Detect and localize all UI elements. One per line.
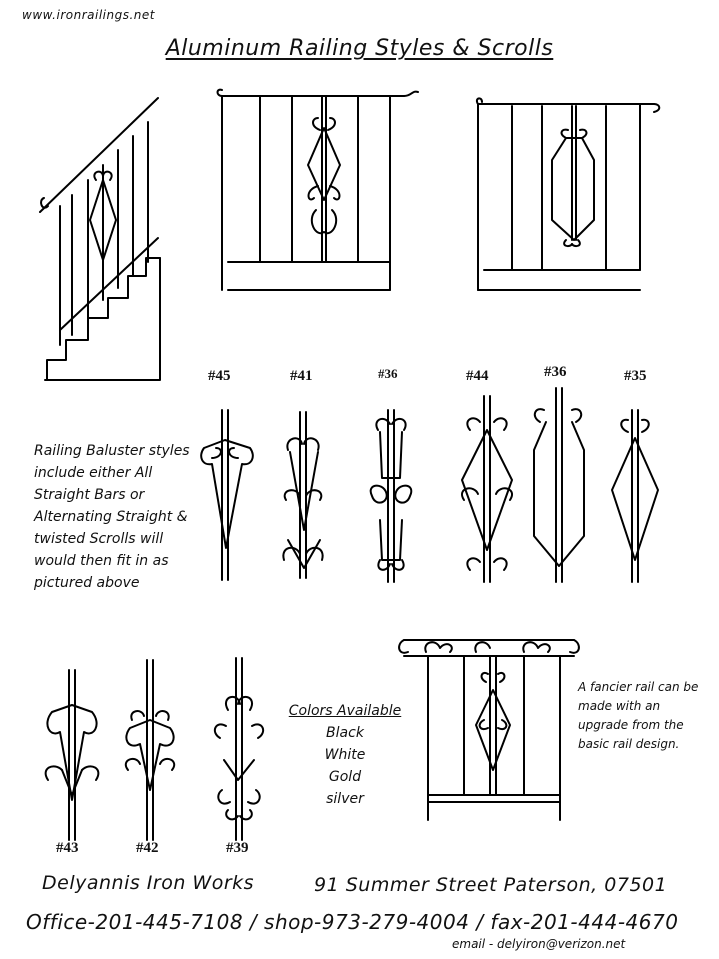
style-label-44: #44 (466, 368, 489, 384)
baluster-42-drawing (124, 659, 176, 841)
style-label-41: #41 (290, 368, 313, 384)
baluster-39-drawing (213, 657, 265, 841)
baluster-36a-drawing (369, 409, 413, 583)
company-address: 91 Summer Street Paterson, 07501 (314, 874, 668, 896)
style-label-43: #43 (56, 840, 79, 856)
baluster-43-drawing (44, 669, 100, 841)
baluster-44-drawing (461, 395, 513, 583)
style-label-36b: #36 (544, 364, 567, 380)
baluster-41-drawing (282, 411, 324, 579)
colors-heading: Colors Available (288, 703, 402, 719)
email-address: email - delyiron@verizon.net (452, 937, 626, 951)
colors-available-block: Colors Available Black White Gold silver (280, 700, 410, 810)
baluster-45-drawing (200, 409, 254, 581)
baluster-35-drawing (611, 409, 659, 583)
fancy-rail-note: A fancier rail can be made with an upgra… (578, 680, 699, 751)
company-name: Delyannis Iron Works (42, 872, 255, 894)
color-option-black: Black (326, 725, 364, 741)
straight-rail-with-scroll-illustration (216, 88, 419, 291)
style-label-45: #45 (208, 368, 231, 384)
style-label-39: #39 (226, 840, 249, 856)
color-option-gold: Gold (328, 769, 362, 785)
color-option-white: White (324, 747, 366, 763)
scroll-panel-rail-illustration (475, 97, 661, 291)
color-option-silver: silver (326, 791, 364, 807)
style-label-35: #35 (624, 368, 647, 384)
baluster-styles-note: Railing Baluster styles include either A… (34, 443, 190, 591)
phone-numbers: Office-201-445-7108 / shop-973-279-4004 … (26, 910, 679, 934)
page-title: Aluminum Railing Styles & Scrolls (165, 36, 554, 61)
stair-railing-illustration (39, 97, 161, 381)
baluster-36b-drawing (533, 387, 585, 583)
fancy-scroll-rail-illustration (398, 639, 580, 821)
style-label-42: #42 (136, 840, 159, 856)
style-label-36a: #36 (378, 366, 398, 381)
site-url: www.ironrailings.net (22, 8, 155, 22)
